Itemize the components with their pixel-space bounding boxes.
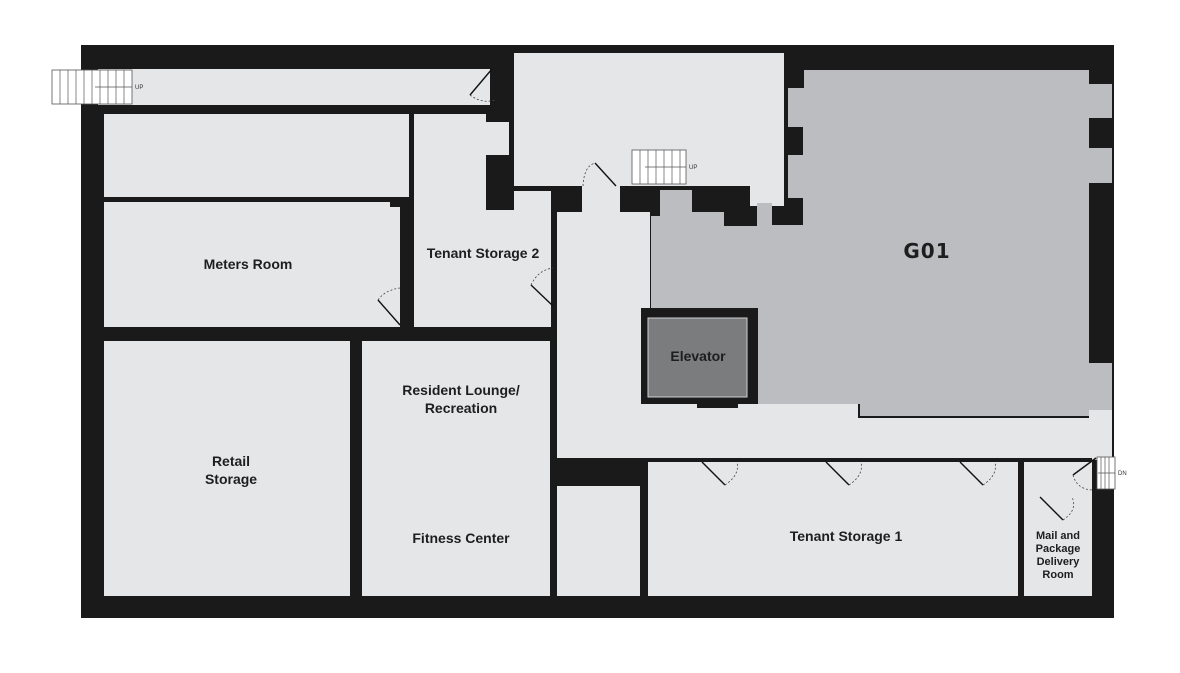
central-corridor (557, 186, 1112, 460)
label-mail-room-2: Package (1036, 543, 1081, 555)
door-mail-room-swing (1062, 496, 1075, 521)
door-tenant-storage-1-b (825, 461, 850, 486)
g01-area (651, 70, 1112, 416)
door-meters-room-swing (377, 287, 401, 301)
label-elevator: Elevator (670, 348, 726, 364)
elevator-car (647, 317, 748, 398)
label-mail-room-4: Room (1042, 569, 1073, 581)
stair-right-label: DN (1118, 471, 1127, 477)
tenant-storage-2-area (414, 114, 551, 327)
label-tenant-storage-1: Tenant Storage 1 (790, 528, 903, 544)
label-resident-lounge-1: Resident Lounge/ (402, 382, 520, 398)
tenant-storage-1-area (648, 462, 1018, 596)
stair-upper-left-label: UP (135, 85, 143, 91)
stair-center-label: UP (689, 165, 697, 171)
door-ts1-c-swing (982, 461, 996, 486)
door-north-corridor (469, 68, 493, 96)
door-tenant-storage-1-c (959, 461, 984, 486)
label-fitness-center: Fitness Center (412, 530, 510, 546)
lobby-lower-east (750, 186, 784, 206)
meters-room-east (390, 207, 400, 327)
door-lobby (594, 162, 617, 187)
label-retail-storage-1: Retail (212, 453, 250, 469)
door-ts1-a-swing (724, 461, 738, 486)
door-tenant-storage-1-a (701, 461, 726, 486)
label-retail-storage-2: Storage (205, 471, 257, 487)
door-tenant-storage-2 (530, 284, 554, 307)
door-mail-room (1039, 496, 1064, 521)
corridor-south-stub (557, 486, 640, 596)
stair-right: DN (1096, 456, 1127, 490)
door-ts1-b-swing (848, 461, 862, 486)
door-meters-room (377, 299, 401, 326)
stair-center: UP (631, 149, 697, 185)
upper-left-room (104, 114, 409, 197)
interior-floor (98, 53, 1112, 596)
mail-room-door-area (1024, 462, 1092, 497)
doors (377, 68, 1097, 521)
door-lobby-swing (582, 162, 596, 187)
retail-storage-area (104, 341, 350, 596)
label-g01: G01 (903, 239, 950, 263)
label-resident-lounge-2: Recreation (425, 400, 497, 416)
mail-room-area (1024, 497, 1092, 596)
door-east-stair (1072, 457, 1097, 476)
label-meters-room: Meters Room (204, 256, 293, 272)
label-mail-room-1: Mail and (1036, 530, 1080, 542)
door-north-corridor-swing (469, 94, 496, 102)
meters-room-area (104, 202, 390, 327)
resident-lounge-area (362, 341, 550, 596)
north-corridor (98, 69, 490, 105)
stair-upper-left: UP (51, 69, 143, 105)
label-tenant-storage-2: Tenant Storage 2 (427, 245, 540, 261)
label-mail-room-3: Delivery (1037, 556, 1081, 568)
g01-east-wall (1089, 195, 1093, 355)
door-east-stair-swing (1072, 474, 1095, 491)
